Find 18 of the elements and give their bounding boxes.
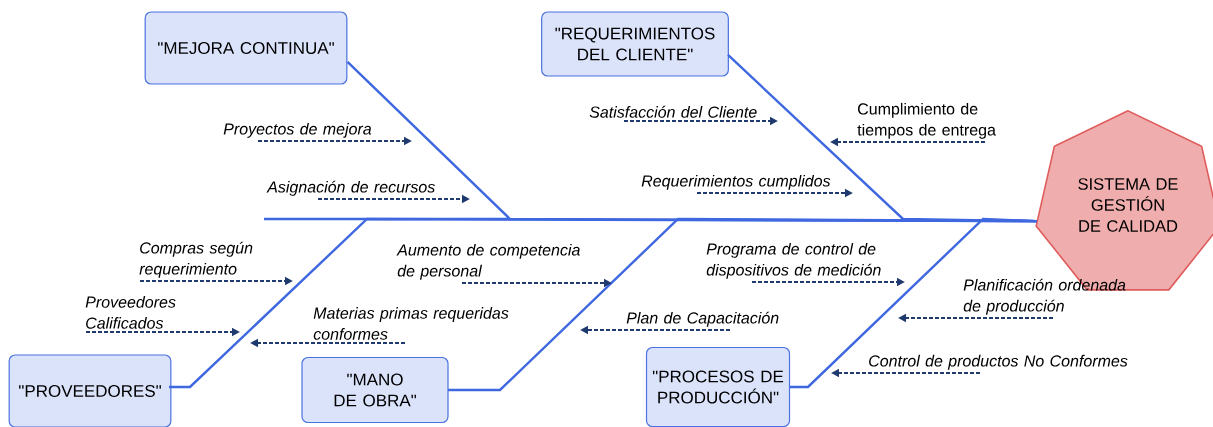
cause-text: Cumplimiento de tiempos de entrega	[857, 102, 996, 139]
cause-text: Requerimientos cumplidos	[641, 174, 831, 190]
category-box: "REQUERIMIENTOS DEL CLIENTE"	[541, 11, 729, 77]
cause-text: Proveedores Calificados	[85, 296, 176, 329]
category-box: "PROCESOS DE PRODUCCIÓN"	[645, 346, 791, 427]
cause-text: Compras según requerimiento	[139, 241, 253, 278]
cause-text: Programa de control de dispositivos de medición	[706, 242, 881, 279]
cause-text: Aumento de competencia de personal	[396, 243, 580, 280]
cause-text: Proyectos de mejora	[223, 122, 372, 138]
cause-text: Materias primas requeridas conformes	[313, 307, 509, 340]
bone-line	[790, 217, 1037, 389]
category-box: "PROVEEDORES"	[8, 354, 172, 427]
category-box: "MANO DE OBRA"	[301, 356, 449, 424]
cause-text: Asignación de recursos	[266, 180, 435, 196]
cause-text: Satisfacción del Cliente	[589, 105, 757, 118]
cause-text: Plan de Capacitación	[626, 311, 779, 327]
cause-text: Control de productos No Conformes	[869, 354, 1128, 370]
category-box: "MEJORA CONTINUA"	[144, 11, 348, 85]
